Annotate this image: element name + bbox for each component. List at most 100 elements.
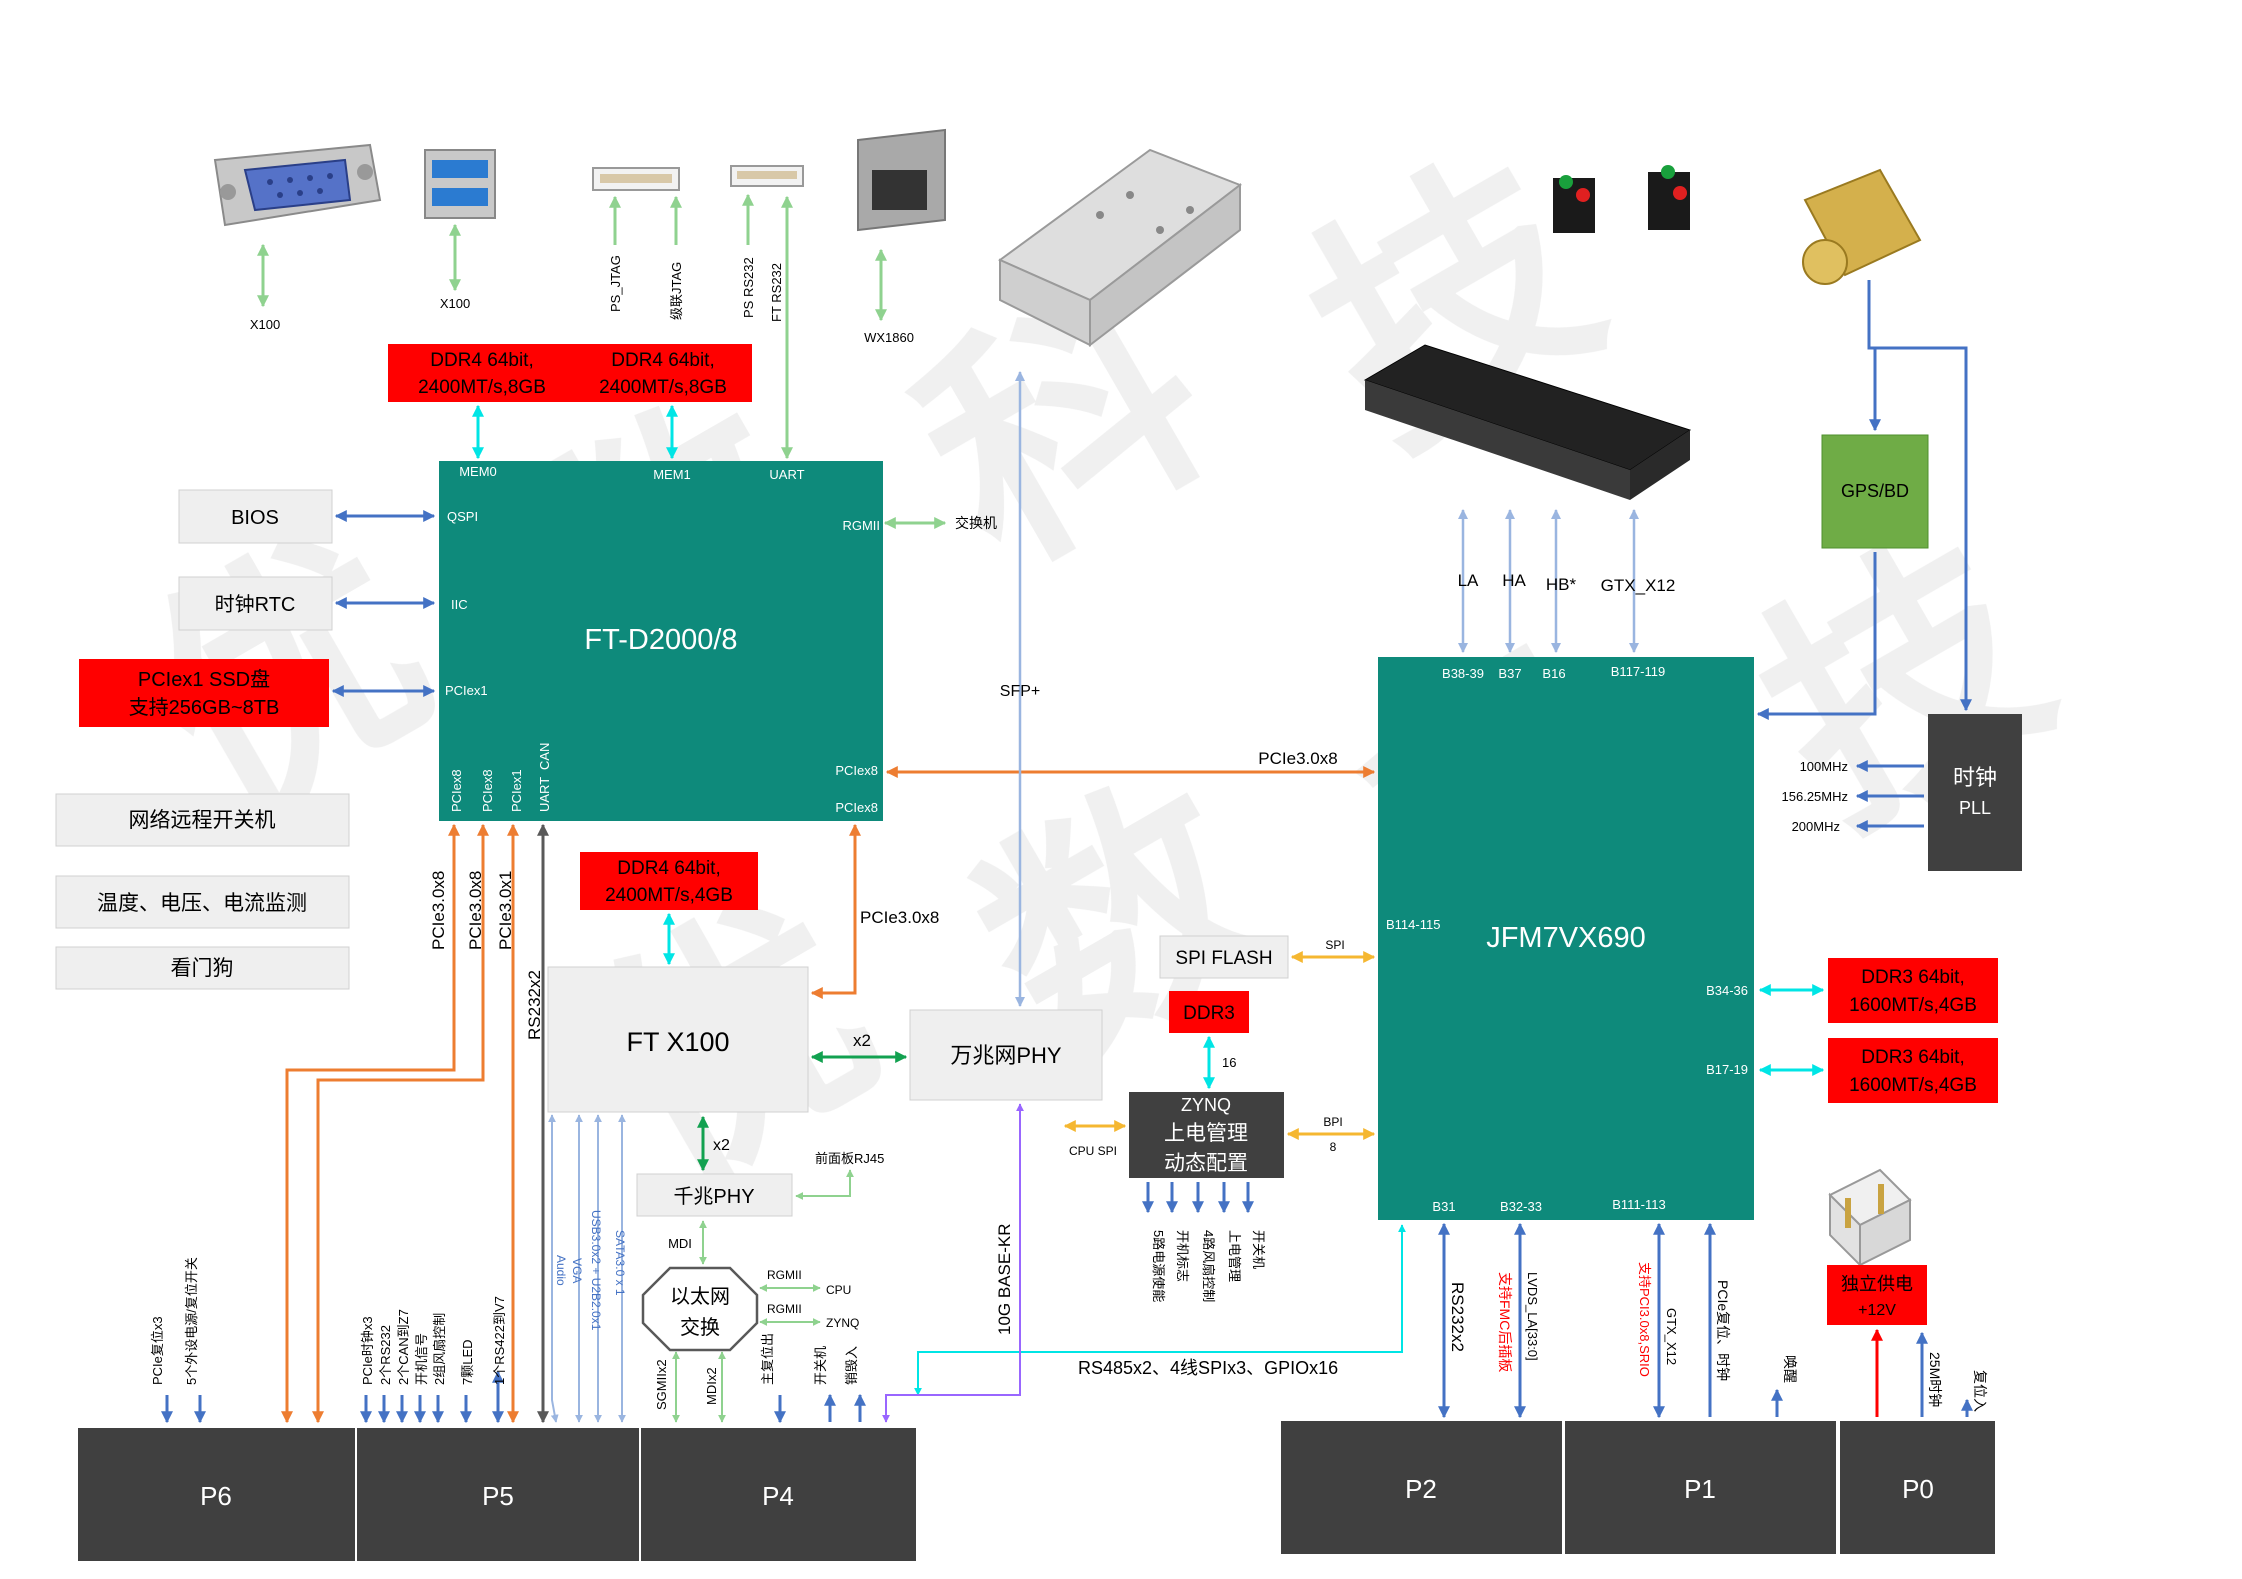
label-vga-x100: X100 [250, 317, 280, 332]
connector-p6-label: P6 [200, 1481, 232, 1511]
clock-pll-line2: PLL [1959, 798, 1991, 818]
link-front-rj45 [795, 1169, 854, 1200]
jfm-pin-b117: B117-119 [1611, 664, 1665, 679]
label-p4-power: 开关机 [813, 1346, 828, 1385]
links [161, 193, 1973, 1424]
zynq-line1: ZYNQ [1181, 1095, 1231, 1115]
eth-switch-line2: 交换 [680, 1316, 720, 1339]
link-rf-pll [1869, 346, 1972, 712]
label-spi: SPI [1325, 938, 1344, 952]
label-p4-mdi: MDIx2 [704, 1367, 719, 1405]
label-pcie-v1: PCIe3.0x8 [429, 871, 448, 950]
jfm7vx690-chip [1378, 657, 1754, 1220]
label-wakeup: 唤醒 [1782, 1355, 1798, 1383]
label-pcie-main: PCIe3.0x8 [1258, 749, 1337, 768]
label-p6-2: 5个外设电源/复位开关 [184, 1257, 199, 1385]
ft-x100-chip [547, 966, 809, 1113]
ddr3-small-box [1169, 991, 1249, 1033]
ssd-box [79, 659, 329, 727]
jfm-pin-b111: B111-113 [1612, 1197, 1666, 1212]
label-pcie-srio: 支持PCI3.0x8,SRIO [1637, 1262, 1652, 1377]
label-rgmii-cpu: RGMII [767, 1268, 802, 1282]
connector-p4 [641, 1428, 916, 1561]
ft-d2000-title: FT-D2000/8 [584, 624, 737, 656]
connector-p1-label: P1 [1684, 1474, 1716, 1504]
label-zynq-out-4: 上电管理 [1227, 1230, 1242, 1282]
bios-box [178, 489, 333, 544]
label-switch: 交换机 [955, 515, 997, 531]
jfm-pin-b1719: B17-19 [1706, 1062, 1748, 1077]
ft-d2000-chip [439, 461, 883, 821]
rtc-label: 时钟RTC [215, 593, 296, 616]
label-bpi: BPI [1323, 1115, 1342, 1129]
link-audio [548, 1114, 559, 1423]
label-zynq: ZYNQ [826, 1316, 859, 1330]
fmc-connector-picture [1363, 344, 1692, 500]
ddr4-c-line1: DDR4 64bit, [617, 858, 721, 879]
jfm-pin-b3839: B38-39 [1442, 666, 1484, 681]
phy-1g-title: 千兆PHY [673, 1185, 754, 1208]
jfm7vx690-title: JFM7VX690 [1486, 922, 1646, 954]
gps-box [1821, 434, 1929, 549]
label-ps-rs232: PS RS232 [741, 257, 756, 318]
label-la: LA [1458, 571, 1479, 590]
link-pcie-x100 [810, 823, 861, 999]
zynq-box [1129, 1092, 1284, 1178]
connector-p0-label: P0 [1902, 1474, 1934, 1504]
link-pcie-v2 [312, 823, 489, 1424]
clock-pll-box [1928, 714, 2022, 871]
label-x2-phy: x2 [853, 1031, 871, 1050]
ft-d2000-pin-pciex8-a: PCIex8 [835, 763, 878, 778]
label-zynq-out-3: 4路风扇控制 [1201, 1230, 1216, 1302]
zynq-line3: 动态配置 [1164, 1152, 1248, 1175]
led-indicator-1-picture [1553, 175, 1595, 233]
eth-switch-octagon [641, 1266, 759, 1352]
label-gtx12: GTX_X12 [1601, 576, 1676, 595]
ft-d2000-pin-mem0: MEM0 [459, 464, 497, 479]
label-mdi: MDI [668, 1236, 692, 1251]
ft-d2000-pin-uart: UART [769, 467, 804, 482]
connector-p5 [357, 1428, 639, 1561]
ddr4-b-line2: 2400MT/s,8GB [599, 377, 727, 398]
ddr3-a-line1: DDR3 64bit, [1861, 967, 1965, 988]
spi-flash-title: SPI FLASH [1175, 948, 1272, 969]
power-connector-picture [1828, 1168, 1912, 1268]
ddr4-box-a [388, 344, 576, 402]
link-base-kr [882, 1103, 1024, 1423]
ddr4-a-line1: DDR4 64bit, [430, 350, 534, 371]
jfm-pin-b3436: B34-36 [1706, 983, 1748, 998]
watchdog-label: 看门狗 [171, 957, 234, 980]
label-usb30: USB3.0x2 + U2B2.0x1 [589, 1210, 603, 1331]
label-ps-jtag: PS_JTAG [608, 255, 623, 312]
label-p4-destroy: 销毁入 [844, 1346, 859, 1385]
label-zynq-out-2: 开机标志 [1175, 1230, 1190, 1282]
label-p5-6: 7颗LED [460, 1339, 475, 1385]
jfm-pin-b37: B37 [1498, 666, 1521, 681]
ddr3-box-a [1828, 958, 1998, 1023]
label-ddr3-16: 16 [1222, 1055, 1236, 1070]
ft-d2000-pin-bottom-5: CAN [537, 743, 552, 770]
labels: X100 X100 PS_JTAG 级联JTAG PS RS232 FT RS2… [150, 255, 1988, 1412]
rs232-connector-picture [730, 165, 804, 187]
power-12v-box [1827, 1265, 1927, 1325]
ssd-label-1: PCIex1 SSD盘 [138, 668, 270, 691]
ft-d2000-pin-rgmii: RGMII [842, 518, 880, 533]
label-bpi8: 8 [1330, 1140, 1337, 1154]
jfm-pin-b31: B31 [1432, 1199, 1455, 1214]
label-rs232x2-p2: RS232x2 [1448, 1282, 1467, 1352]
label-rs485: RS485x2、4线SPIx3、GPIOx16 [1078, 1358, 1338, 1378]
label-pcie-v2: PCIe3.0x8 [466, 871, 485, 950]
label-gtx-x12: GTX_X12 [1664, 1308, 1679, 1365]
remote-power-label: 网络远程开关机 [129, 809, 276, 832]
jtag-connector-picture [592, 167, 680, 191]
power-line2: +12V [1858, 1302, 1896, 1319]
label-rs232x2: RS232x2 [525, 970, 544, 1040]
ddr3-b-line2: 1600MT/s,4GB [1849, 1075, 1977, 1096]
ddr3-a-line2: 1600MT/s,4GB [1849, 995, 1977, 1016]
label-p4-reset: 主复位出 [760, 1333, 775, 1385]
label-zynq-out-1: 5路电源使能 [1151, 1230, 1166, 1302]
led-indicator-2-picture [1648, 165, 1690, 230]
rtc-box [178, 576, 333, 631]
rf-connector-picture [1802, 168, 1922, 285]
connector-p2-label: P2 [1405, 1474, 1437, 1504]
